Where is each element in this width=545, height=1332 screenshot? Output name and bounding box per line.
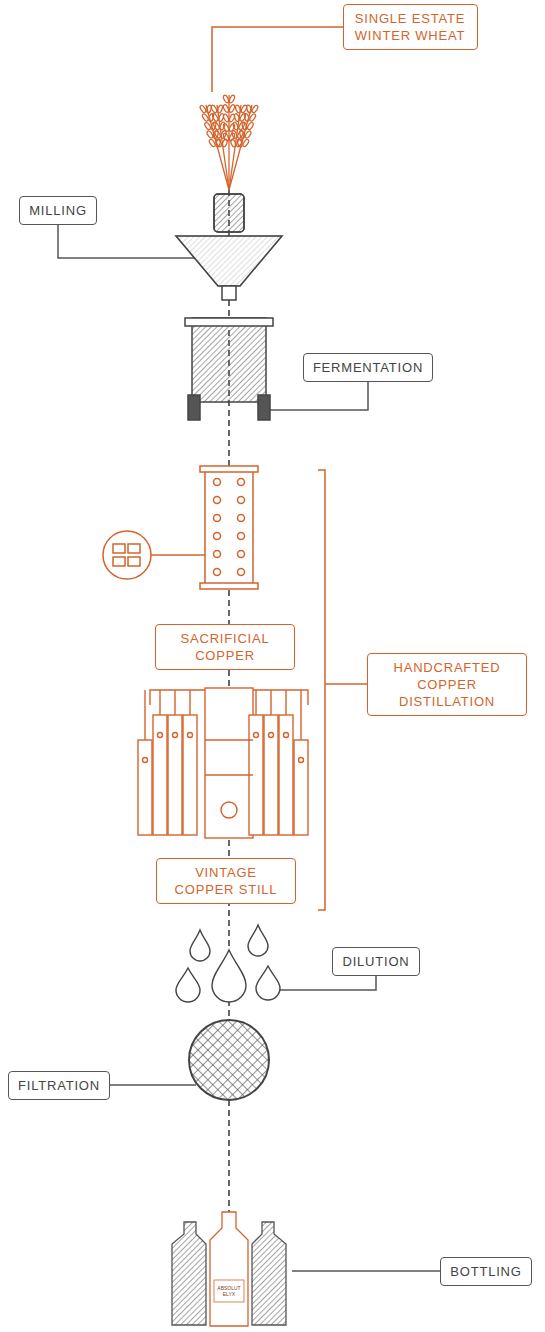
leader-line: [151, 554, 205, 556]
leader-line: [292, 1270, 445, 1272]
step-box: DILUTION: [332, 947, 419, 976]
bracket: [325, 683, 368, 685]
fermentation-tank: [185, 318, 273, 420]
step-box: FILTRATION: [8, 1071, 110, 1100]
bottles: [172, 1212, 286, 1326]
water-drops: [176, 925, 280, 1002]
step-box: BOTTLING: [440, 1257, 531, 1286]
step-label: VINTAGE COPPER STILL: [166, 864, 286, 898]
step-label: FERMENTATION: [313, 359, 423, 376]
step-label: HANDCRAFTED COPPER DISTILLATION: [377, 659, 517, 710]
wheat-illustration: [199, 95, 260, 190]
step-label: SACRIFICIAL COPPER: [165, 630, 285, 664]
step-box: FERMENTATION: [303, 353, 433, 382]
step-label: SINGLE ESTATE WINTER WHEAT: [353, 10, 468, 44]
step-label: DILUTION: [342, 953, 409, 970]
bottle-label: ABSOLUT ELYX: [214, 1285, 244, 1297]
mill-illustration: [176, 194, 282, 300]
step-box: MILLING: [19, 196, 97, 225]
source-box: SINGLE ESTATE WINTER WHEAT: [343, 4, 478, 50]
step-label: BOTTLING: [450, 1263, 521, 1280]
copper-box: SACRIFICIAL COPPER: [155, 624, 295, 670]
copper-box: VINTAGE COPPER STILL: [156, 858, 296, 904]
leader-line: [212, 27, 350, 92]
leader-line: [268, 380, 368, 410]
filter-mesh: [189, 1020, 269, 1100]
leader-line: [100, 1084, 196, 1086]
group-box: HANDCRAFTED COPPER DISTILLATION: [367, 653, 527, 716]
copper-column: [103, 466, 258, 589]
copper-still: [138, 688, 308, 838]
step-label: FILTRATION: [18, 1077, 100, 1094]
step-label: MILLING: [29, 202, 87, 219]
bracket: [318, 470, 325, 910]
